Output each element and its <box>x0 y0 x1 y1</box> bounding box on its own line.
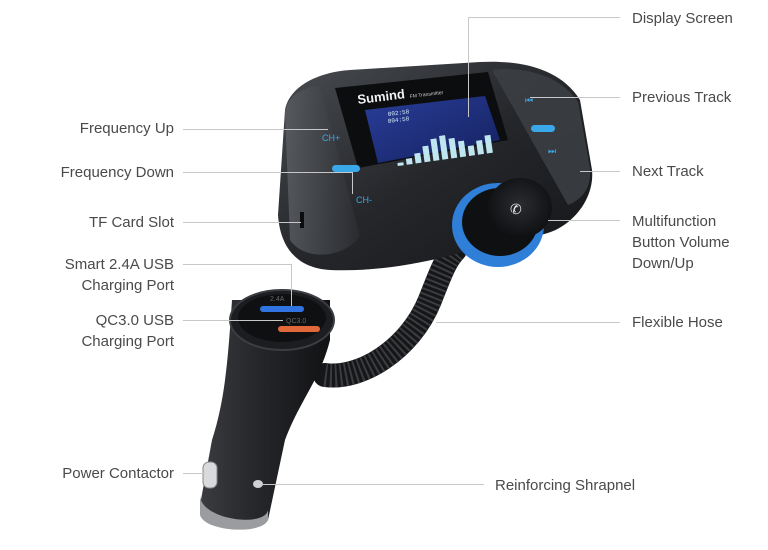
svg-text:Sumind: Sumind <box>357 86 406 107</box>
svg-text:QC3.0: QC3.0 <box>286 318 306 325</box>
leader-reinforcing-shrapnel <box>262 484 484 485</box>
label-reinforcing-shrapnel: Reinforcing Shrapnel <box>495 477 636 494</box>
label-next-track: Next Track <box>632 163 704 180</box>
previous-track-icon: ⏮ <box>525 96 533 106</box>
svg-text:FM Transmitter: FM Transmitter <box>410 90 444 100</box>
leader-frequency-up <box>183 129 328 130</box>
label-qc-usb-line2: Charging Port <box>81 333 174 350</box>
svg-text:2.4A: 2.4A <box>270 296 285 303</box>
label-smart-usb-line1: Smart 2.4A USB <box>64 256 174 273</box>
label-multifunction-line2: Button Volume <box>632 234 730 251</box>
reinforcing-shrapnel <box>253 480 263 488</box>
next-track-icon: ⏭ <box>548 147 556 157</box>
tf-card-slot <box>300 212 304 228</box>
label-power-contactor: Power Contactor <box>62 465 174 482</box>
svg-text:002:58: 002:58 <box>387 108 410 118</box>
leader-previous-track <box>530 97 620 98</box>
label-flexible-hose: Flexible Hose <box>632 314 723 331</box>
leader-tf-card <box>183 222 301 223</box>
leader-smart-usb <box>183 264 292 265</box>
phone-icon: ✆ <box>510 202 522 218</box>
label-qc-usb: QC3.0 USB Charging Port <box>81 310 174 352</box>
flexible-hose <box>313 238 467 388</box>
label-multifunction-line3: Down/Up <box>632 255 694 272</box>
label-frequency-down: Frequency Down <box>60 164 174 181</box>
usb-port-2.4a <box>260 306 304 312</box>
leader-qc-usb <box>183 320 283 321</box>
multifunction-knob <box>488 178 552 238</box>
head-unit: Sumind FM Transmitter 002:58 004:58 CH+ … <box>278 61 593 271</box>
usb-port-qc3 <box>278 326 320 332</box>
leader-display-screen-v <box>468 17 469 117</box>
leader-power-contactor <box>183 473 205 474</box>
label-display-screen: Display Screen <box>632 10 733 27</box>
label-qc-usb-line1: QC3.0 USB <box>95 312 174 329</box>
leader-display-screen <box>468 17 620 18</box>
leader-flexible-hose <box>436 322 620 323</box>
equalizer-bars <box>397 134 493 167</box>
ch-down-button: CH- <box>356 195 372 205</box>
power-contactor <box>202 461 218 489</box>
label-multifunction: Multifunction Button Volume Down/Up <box>632 211 730 274</box>
leader-frequency-down-v <box>352 172 353 194</box>
leader-next-track <box>580 171 620 172</box>
leader-frequency-down <box>183 172 353 173</box>
track-divider-light <box>531 125 555 132</box>
ch-divider-light <box>332 165 360 172</box>
label-multifunction-line1: Multifunction <box>632 213 717 230</box>
leader-smart-usb-v <box>291 264 292 306</box>
car-plug: 2.4A QC3.0 <box>200 289 335 530</box>
leader-multifunction <box>548 220 620 221</box>
label-smart-usb: Smart 2.4A USB Charging Port <box>65 254 174 296</box>
ch-up-button: CH+ <box>322 133 340 143</box>
label-smart-usb-line2: Charging Port <box>81 277 174 294</box>
svg-text:004:58: 004:58 <box>387 115 410 125</box>
label-previous-track: Previous Track <box>632 89 732 106</box>
label-tf-card-slot: TF Card Slot <box>88 214 174 231</box>
label-frequency-up: Frequency Up <box>79 120 174 137</box>
